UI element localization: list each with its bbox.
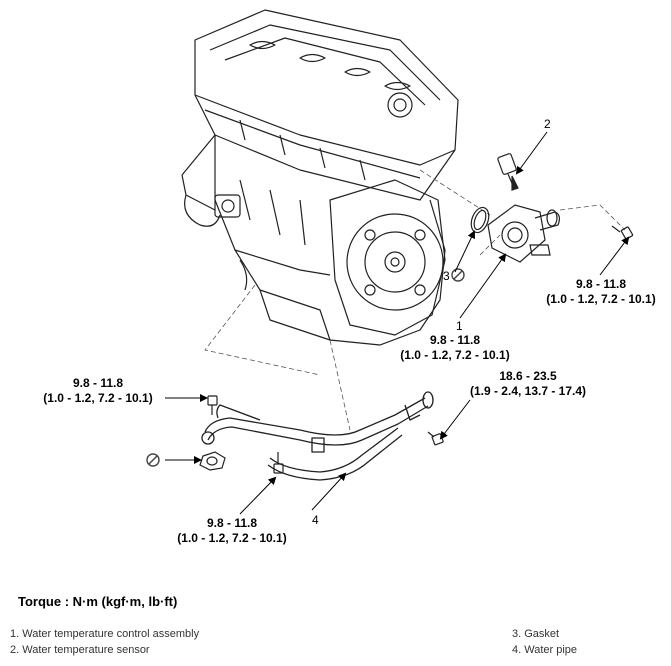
legend-item: 4. Water pipe: [512, 644, 578, 656]
pipe-bolt-upper: [207, 395, 218, 415]
legend-item: 3. Gasket: [512, 628, 560, 640]
torque-left-bolt-value: 9.8 - 11.8: [73, 376, 123, 390]
callout-2: 2: [544, 117, 551, 131]
water-temperature-sensor: [497, 153, 519, 191]
gasket: [470, 206, 490, 234]
do-not-reuse-icon: [451, 268, 465, 282]
water-pipe: [201, 391, 434, 481]
torque-middle-value: 9.8 - 11.8: [430, 333, 480, 347]
callout-3: 3: [443, 269, 450, 283]
legend-left: 1. Water temperature control assembly 2.…: [10, 626, 199, 658]
leader-lines: [165, 131, 630, 515]
torque-bottom-value: 9.8 - 11.8: [207, 516, 257, 530]
torque-upper-right-range: (1.0 - 1.2, 7.2 - 10.1): [546, 292, 655, 306]
pipe-bolt-lower: [273, 452, 284, 474]
torque-middle-range: (1.0 - 1.2, 7.2 - 10.1): [400, 348, 509, 362]
torque-right-bolt-value: 18.6 - 23.5: [499, 369, 557, 383]
torque-bottom-range: (1.0 - 1.2, 7.2 - 10.1): [177, 531, 286, 545]
thermostat-bolt: [611, 225, 634, 240]
torque-units-title: Torque : N·m (kgf·m, lb·ft): [18, 594, 178, 609]
legend-item: 1. Water temperature control assembly: [10, 628, 200, 640]
water-temperature-control-assembly: [487, 204, 561, 263]
torque-left-bolt-range: (1.0 - 1.2, 7.2 - 10.1): [43, 391, 152, 405]
callout-1: 1: [456, 319, 463, 333]
exploded-parts-diagram: 2 1 3 4 9.8 - 11.8 (1.0 - 1.2, 7.2 - 10.…: [43, 9, 656, 545]
torque-upper-right-value: 9.8 - 11.8: [576, 277, 626, 291]
callout-4: 4: [312, 513, 319, 527]
pipe-bolt-right: [427, 431, 444, 446]
do-not-reuse-icon: [146, 453, 160, 467]
legend-item: 2. Water temperature sensor: [10, 644, 150, 656]
legend-right: 3. Gasket 4. Water pipe: [512, 626, 577, 658]
engine-block-illustration: [181, 9, 459, 346]
pipe-flange: [199, 451, 226, 471]
torque-right-bolt-range: (1.9 - 2.4, 13.7 - 17.4): [470, 384, 586, 398]
alignment-dashed-lines: [204, 169, 626, 431]
